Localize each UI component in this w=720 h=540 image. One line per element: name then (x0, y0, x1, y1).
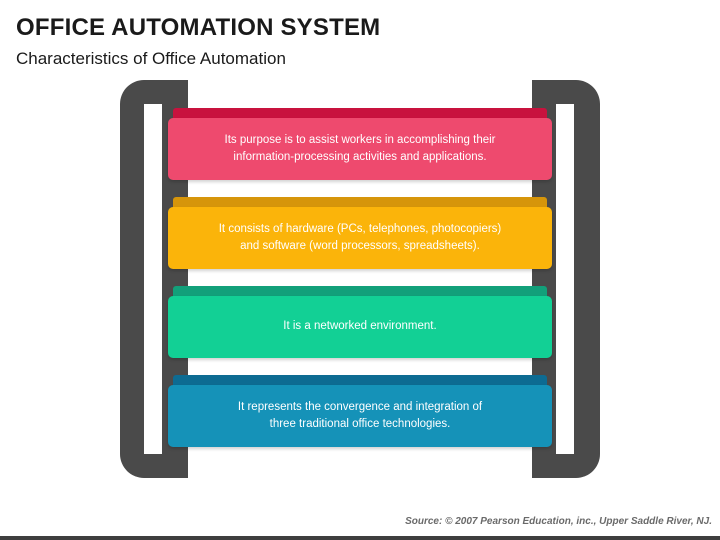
characteristic-band-1: Its purpose is to assist workers in acco… (168, 108, 552, 180)
slide-subtitle: Characteristics of Office Automation (16, 49, 286, 68)
band-front: It consists of hardware (PCs, telephones… (168, 207, 552, 269)
characteristic-band-3: It is a networked environment. (168, 286, 552, 358)
slide-title: OFFICE AUTOMATION SYSTEM (16, 14, 381, 41)
characteristic-band-2: It consists of hardware (PCs, telephones… (168, 197, 552, 269)
band-front: Its purpose is to assist workers in acco… (168, 118, 552, 180)
band-text: Its purpose is to assist workers in acco… (224, 133, 496, 163)
left-rail-inner (144, 104, 162, 454)
right-rail-inner (556, 104, 574, 454)
characteristic-band-4: It represents the convergence and integr… (168, 375, 552, 447)
band-text: It represents the convergence and integr… (237, 400, 483, 430)
band-text: It is a networked environment. (283, 320, 437, 333)
bottom-bar (0, 536, 720, 540)
band-front: It is a networked environment. (168, 296, 552, 358)
band-text: It consists of hardware (PCs, telephones… (218, 222, 502, 252)
source-citation: Source: © 2007 Pearson Education, inc., … (405, 516, 712, 527)
band-front: It represents the convergence and integr… (168, 385, 552, 447)
